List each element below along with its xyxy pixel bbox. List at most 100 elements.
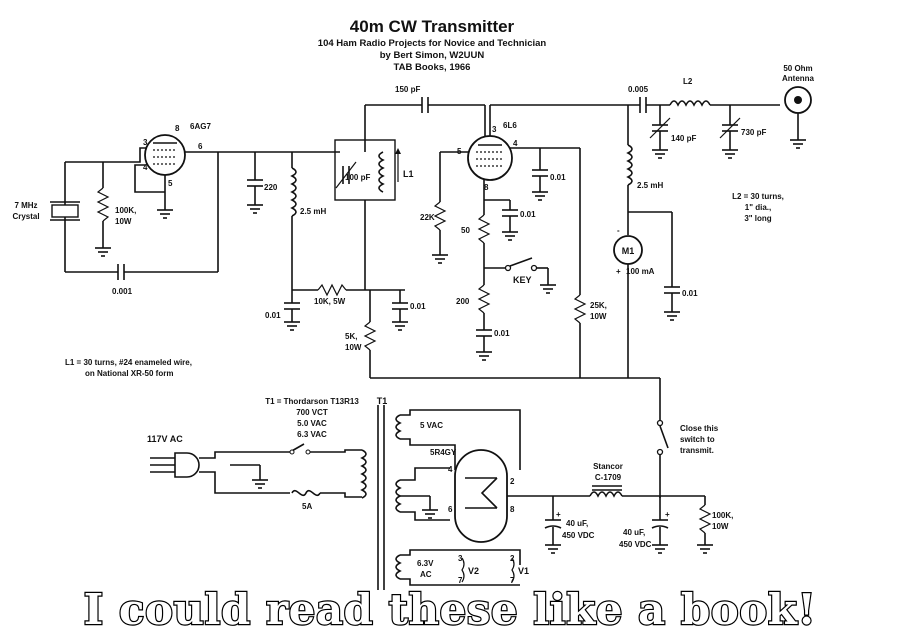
r-200-label: 200 — [456, 297, 470, 306]
r-bleed-label: 100K, — [712, 511, 733, 520]
c-cath-label: 0.01 — [520, 210, 536, 219]
l1-spec-1: L1 = 30 turns, #24 enameled wire, — [65, 358, 192, 367]
meter-minus: - — [617, 226, 620, 235]
r-25k-label-2: 10W — [590, 312, 607, 321]
crystal-symbol — [51, 204, 79, 218]
c-0005-label: 0.005 — [628, 85, 649, 94]
coupling-150pf: 150 pF 22K — [365, 85, 486, 264]
c-m-label: 0.01 — [682, 289, 698, 298]
r-10k-label: 10K, 5W — [314, 297, 346, 306]
meter-plus: + — [616, 267, 621, 276]
c-40a-label-2: 450 VDC — [562, 531, 595, 540]
switch-note-1: Close this — [680, 424, 719, 433]
ground-icon — [157, 209, 173, 219]
title: 40m CW Transmitter — [350, 17, 515, 36]
r-50-label: 50 — [461, 226, 470, 235]
switch-note-2: switch to — [680, 435, 715, 444]
pin-label: 7 — [458, 576, 463, 585]
pin-label: 4 — [448, 465, 453, 474]
power-supply: T1 = Thordarson T13R13 700 VCT 5.0 VAC 6… — [147, 396, 733, 590]
l1-label: L1 — [403, 169, 414, 179]
r-grid-label: 100K, — [115, 206, 136, 215]
crystal-label-2: Crystal — [12, 212, 39, 221]
c-140pf-label: 140 pF — [671, 134, 696, 143]
heater-label-1: 6.3V — [417, 559, 434, 568]
pin-label: 8 — [484, 183, 489, 192]
t1-spec-2: 700 VCT — [296, 408, 328, 417]
pin-label: 4 — [143, 163, 148, 172]
ground-icon — [252, 479, 268, 489]
r-5k-label-2: 10W — [345, 343, 362, 352]
ground-icon — [664, 311, 680, 321]
plus-label: + — [556, 510, 561, 519]
c-100pf-label: 100 pF — [345, 173, 370, 182]
subtitle-1: 104 Ham Radio Projects for Novice and Te… — [318, 38, 547, 49]
vac5-label: 5 VAC — [420, 421, 443, 430]
ground-icon — [422, 509, 438, 519]
fuse-label: 5A — [302, 502, 312, 511]
ac-in-label: 117V AC — [147, 434, 183, 444]
switch-note-3: transmit. — [680, 446, 714, 455]
c-150pf-label: 150 pF — [395, 85, 420, 94]
ground-icon — [284, 321, 300, 331]
ground-icon — [476, 351, 492, 361]
c-scr-label: 0.01 — [550, 173, 566, 182]
ground-icon — [652, 544, 668, 554]
choke-label: Stancor — [593, 462, 623, 471]
pin-label: 4 — [513, 139, 518, 148]
l2-spec-3: 3" long — [744, 214, 771, 223]
pin-label: 5 — [457, 147, 462, 156]
c-730pf-label: 730 pF — [741, 128, 766, 137]
ground-icon — [532, 191, 548, 201]
antenna-label: 50 Ohm — [783, 64, 812, 73]
heater-label-2: AC — [420, 570, 432, 579]
c-40a-label: 40 uF, — [566, 519, 588, 528]
tube-5r4gy — [454, 449, 508, 543]
c-coupling-label: 0.001 — [112, 287, 133, 296]
ground-icon — [392, 321, 408, 331]
pin-label: 2 — [510, 477, 515, 486]
l2-spec-1: L2 = 30 turns, — [732, 192, 784, 201]
ground-icon — [540, 284, 556, 294]
rfc-1-label: 2.5 mH — [300, 207, 326, 216]
r-5k-label: 5K, — [345, 332, 357, 341]
subtitle-3: TAB Books, 1966 — [394, 62, 471, 73]
t1-label: T1 — [377, 396, 388, 406]
ground-icon — [95, 247, 111, 257]
v1-label: V1 — [518, 566, 529, 576]
key-label: KEY — [513, 275, 532, 285]
pin-label: 6 — [448, 505, 453, 514]
ac-plug-icon — [150, 452, 200, 478]
ground-icon — [545, 544, 561, 554]
pin-label: 3 — [458, 554, 463, 563]
output-network: 0.005 L2 140 pF 730 pF 50 Ohm Antenna L2… — [613, 64, 815, 378]
pin-label: 3 — [492, 125, 497, 134]
t1-spec-1: T1 = Thordarson T13R13 — [265, 397, 359, 406]
amplifier-section: 6L6 3 5 4 8 0.01 25K, 10W 0.01 50 — [456, 104, 640, 378]
meter-range: 100 mA — [626, 267, 655, 276]
pin-label: 3 — [143, 138, 148, 147]
c-40b-label: 40 uF, — [623, 528, 645, 537]
ground-icon — [652, 149, 668, 159]
oscillator-section: 7 MHz Crystal 100K, 10W 6AG7 3 8 4 5 6 — [12, 122, 426, 378]
ground-icon — [790, 139, 806, 149]
ground-icon — [432, 254, 448, 264]
l2-label: L2 — [683, 77, 693, 86]
choke-label-2: C-1709 — [595, 473, 622, 482]
tube-6ag7-label: 6AG7 — [190, 122, 211, 131]
plus-label-2: + — [665, 510, 670, 519]
ground-icon — [247, 204, 263, 214]
meme-caption: I could read these like a book! — [84, 585, 817, 634]
pin-label: 8 — [510, 505, 515, 514]
l1-spec-2: on National XR-50 form — [85, 369, 173, 378]
crystal-label: 7 MHz — [14, 201, 37, 210]
tube-6l6 — [467, 135, 513, 181]
meter-label: M1 — [622, 246, 635, 256]
r-bleed-label-2: 10W — [712, 522, 729, 531]
tube-6l6-label: 6L6 — [503, 121, 517, 130]
ground-icon — [722, 149, 738, 159]
subtitle-2: by Bert Simon, W2UUN — [380, 50, 485, 61]
r-grid-label-2: 10W — [115, 217, 132, 226]
